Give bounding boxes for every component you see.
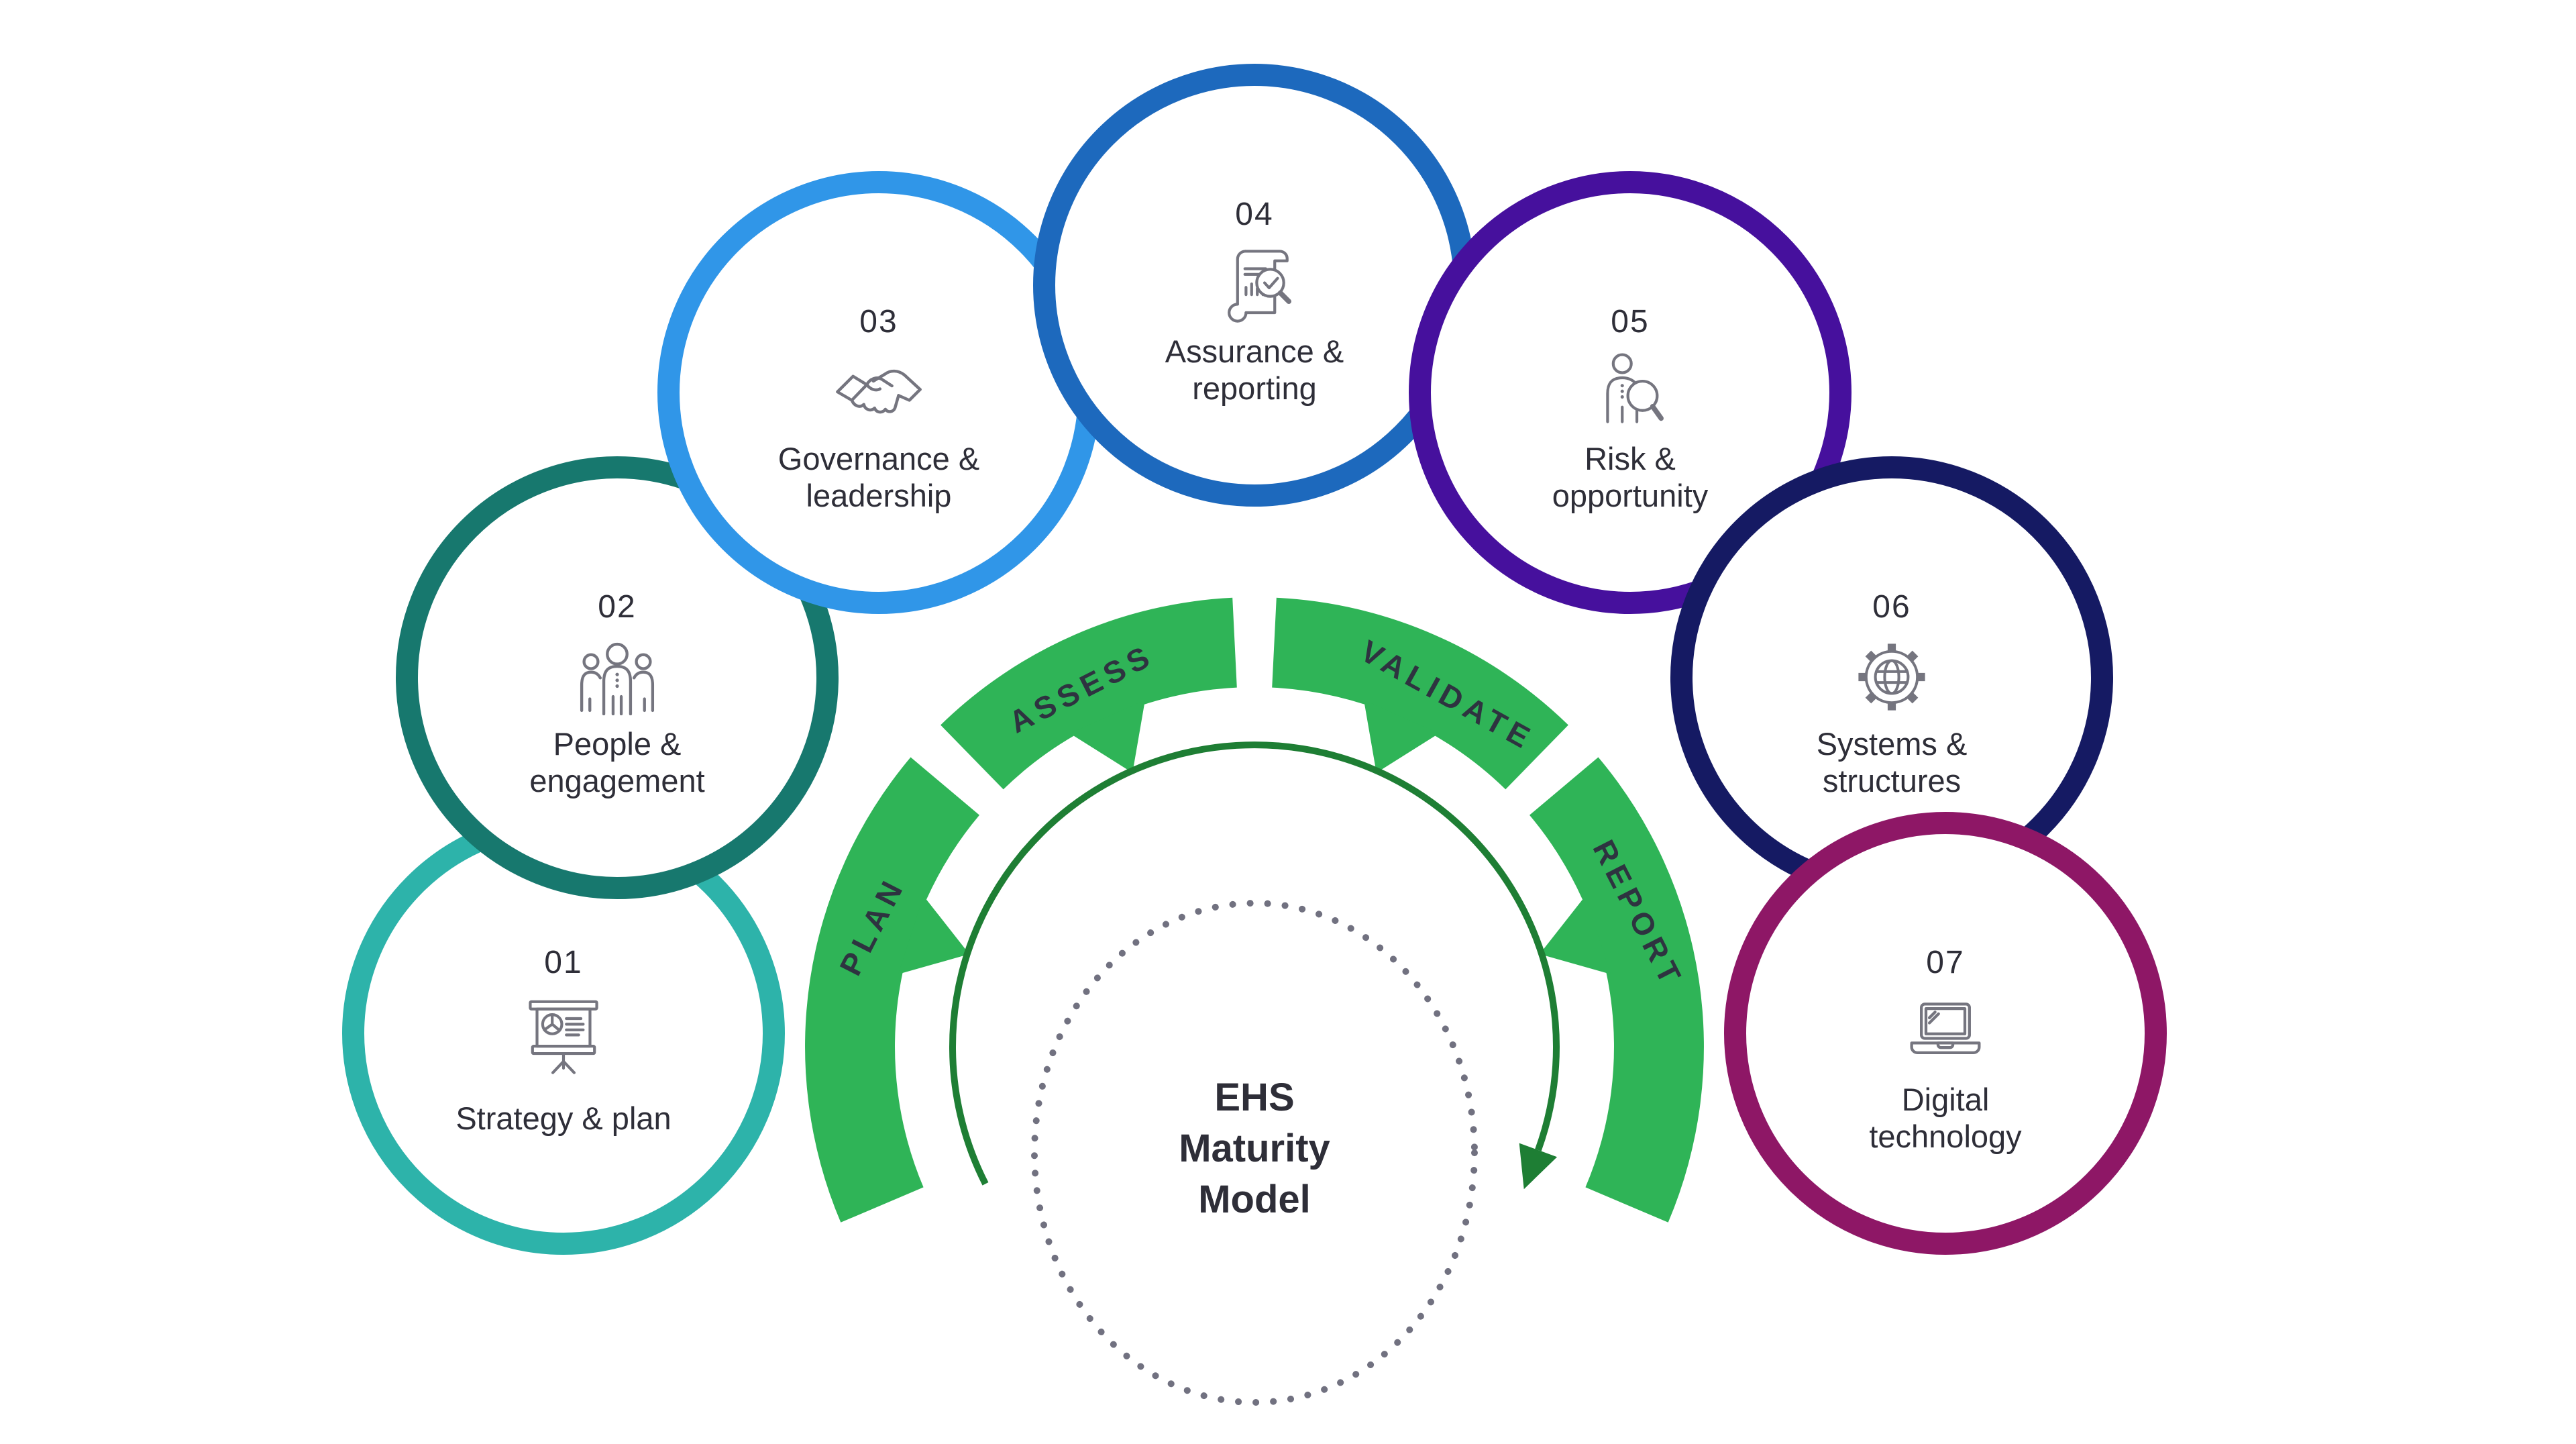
node-label-line: Strategy & plan xyxy=(455,1100,672,1136)
node-label: Governance & leadership xyxy=(778,438,979,516)
band-segment-validate xyxy=(1272,597,1568,790)
node-label-line: Digital xyxy=(1901,1082,1990,1117)
band-segment-assess xyxy=(941,597,1237,790)
node-label-line: People & xyxy=(553,726,682,762)
band-notch-plan xyxy=(898,896,969,974)
cycle-arrow-arc xyxy=(949,741,1560,1186)
node-number: 05 xyxy=(1611,304,1650,340)
node-label: Risk & opportunity xyxy=(1552,438,1709,516)
handshake-icon xyxy=(834,348,924,435)
band-notch-assess xyxy=(1069,700,1145,773)
node-label-line: technology xyxy=(1869,1119,2022,1154)
node-label: Systems & structures xyxy=(1817,723,1968,801)
node-label-line: Governance & xyxy=(777,441,980,476)
people-group-icon xyxy=(574,633,661,721)
node-label-line: reporting xyxy=(1192,370,1317,406)
node-digital-technology: 07 Digital technology xyxy=(1724,812,2167,1255)
center-title-line: Model xyxy=(1198,1178,1311,1221)
node-label-line: Risk & xyxy=(1585,441,1676,476)
center-title: EHS Maturity Model xyxy=(1179,1072,1330,1225)
node-label: Strategy & plan xyxy=(455,1079,671,1157)
band-segment-report xyxy=(1529,757,1704,1223)
node-label-line: engagement xyxy=(529,763,705,798)
node-label-line: Assurance & xyxy=(1165,333,1344,369)
node-label-line: opportunity xyxy=(1552,478,1709,513)
node-label: Assurance & reporting xyxy=(1165,331,1344,409)
presentation-chart-icon xyxy=(521,989,606,1076)
center-title-line: EHS xyxy=(1214,1076,1295,1119)
node-assurance-reporting: 04 Assurance & reporting xyxy=(1033,64,1476,507)
node-number: 02 xyxy=(598,589,637,625)
gear-globe-icon xyxy=(1851,633,1933,721)
node-governance-leadership: 03 Governance & leadership xyxy=(657,171,1100,614)
dotted-circle xyxy=(1031,900,1478,1406)
node-number: 01 xyxy=(544,945,583,980)
node-label-line: Systems & xyxy=(1816,726,1968,762)
node-number: 03 xyxy=(859,304,898,340)
node-label: Digital technology xyxy=(1869,1079,2021,1157)
band-segment-plan xyxy=(805,757,979,1223)
laptop-icon xyxy=(1902,989,1988,1076)
node-number: 04 xyxy=(1235,197,1274,232)
node-number: 06 xyxy=(1872,589,1911,625)
cycle-arrow-head-icon xyxy=(1519,1143,1558,1190)
center-title-line: Maturity xyxy=(1179,1127,1330,1170)
report-magnifier-icon xyxy=(1212,241,1297,328)
node-label: People & engagement xyxy=(529,723,704,801)
node-label-line: structures xyxy=(1822,763,1962,798)
band-notch-validate xyxy=(1364,700,1440,773)
person-magnifier-icon xyxy=(1591,348,1670,435)
node-label-line: leadership xyxy=(806,478,952,513)
cycle-band xyxy=(805,597,1704,1223)
band-notch-report xyxy=(1540,896,1611,974)
node-number: 07 xyxy=(1926,945,1965,980)
